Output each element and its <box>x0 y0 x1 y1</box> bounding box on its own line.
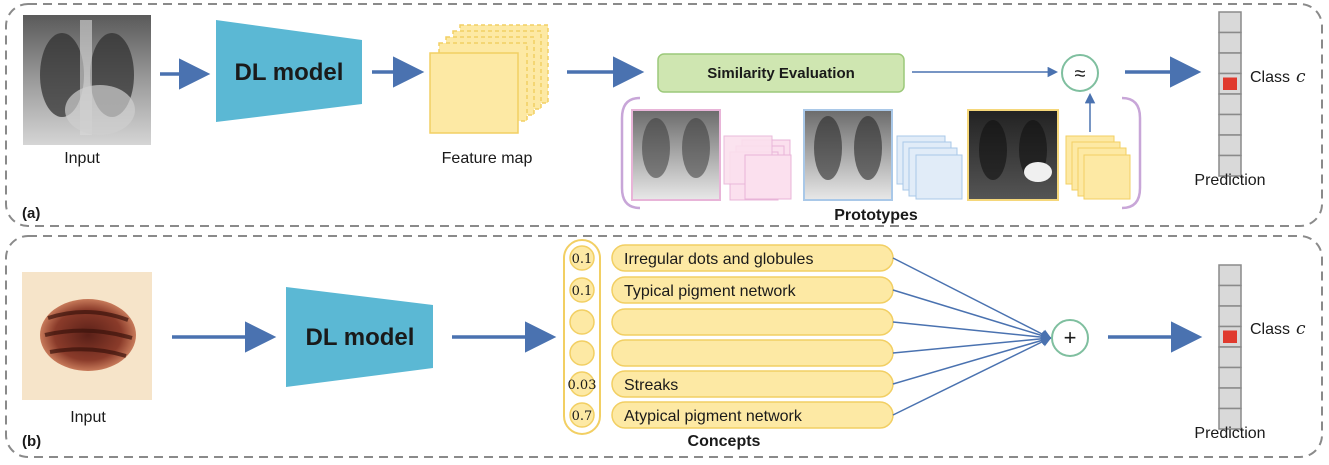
panel-b-border <box>5 235 1323 458</box>
prediction-a-cell-8 <box>1218 154 1242 177</box>
prediction-a-cell-3 <box>1218 52 1242 75</box>
concept-score-circle-5 <box>569 371 595 397</box>
prediction-a-cell-2 <box>1218 31 1242 54</box>
prototypes-bracket-right <box>1121 96 1142 210</box>
approx-symbol: ≈ <box>1075 63 1086 85</box>
prototypes-label: Prototypes <box>834 207 918 224</box>
concept-arrow-3 <box>892 321 1053 343</box>
concept-arrow-2 <box>892 289 1053 341</box>
input-lesion-image <box>22 272 152 400</box>
concept-label-1: Irregular dots and globules <box>624 251 813 268</box>
similarity-evaluation-box <box>657 53 905 93</box>
prediction-b-cell-3 <box>1218 305 1242 328</box>
prediction-a-cell-7 <box>1218 134 1242 157</box>
concept-score-5: 0.03 <box>568 378 597 393</box>
prediction-b-cell-5 <box>1218 346 1242 369</box>
concept-score-2: 0.1 <box>572 284 593 299</box>
prototype-1 <box>631 109 792 201</box>
prototype-2 <box>803 109 963 201</box>
prototypes-bracket-left <box>620 96 641 210</box>
concept-arrow-6 <box>892 336 1052 416</box>
concept-arrow-5 <box>892 335 1053 385</box>
class-label-b: Class <box>1250 321 1290 338</box>
prediction-b-cell-7 <box>1218 387 1242 410</box>
panel-b: (b) Input DL model 0.1 Irregular dots and… <box>5 235 1323 458</box>
prediction-label-a: Prediction <box>1194 172 1265 189</box>
panel-a-border <box>5 3 1323 227</box>
concept-arrow-1 <box>892 257 1052 339</box>
concept-label-2: Typical pigment network <box>624 283 797 300</box>
concept-pill-3 <box>611 308 894 336</box>
panel-a: (a) Input DL model Feature map Similarit… <box>5 3 1323 227</box>
concept-pill-4 <box>611 339 894 367</box>
prediction-a-cell-1 <box>1218 11 1242 34</box>
concept-score-capsule <box>563 239 601 435</box>
concept-arrow-4 <box>892 333 1053 354</box>
concept-label-5: Streaks <box>624 377 678 394</box>
input-label-b: Input <box>70 409 106 426</box>
concept-score-circle-2 <box>569 277 595 303</box>
prototype-3 <box>967 109 1131 201</box>
sum-circle <box>1051 319 1089 357</box>
prediction-b-cell-6 <box>1218 366 1242 389</box>
input-xray-image <box>23 15 151 145</box>
input-label-a: Input <box>64 150 100 167</box>
concept-score-6: 0.7 <box>572 409 593 424</box>
prediction-a-cell-5 <box>1218 93 1242 116</box>
concept-label-6: Atypical pigment network <box>624 408 803 425</box>
class-label-a: Class <box>1250 69 1290 86</box>
concept-score-circle-6 <box>569 402 595 428</box>
prediction-b-cell-1 <box>1218 264 1242 287</box>
dl-model-label-a: DL model <box>235 59 344 86</box>
prediction-a-cell-6 <box>1218 113 1242 136</box>
prediction-bar-a <box>1218 11 1242 177</box>
prediction-bar-b <box>1218 264 1242 430</box>
concept-score-circle-4 <box>569 340 595 366</box>
class-symbol-a: c <box>1296 67 1306 87</box>
class-symbol-b: c <box>1296 319 1306 339</box>
prediction-label-b: Prediction <box>1194 425 1265 442</box>
prediction-a-cell-4 <box>1223 77 1237 90</box>
prediction-b-cell-2 <box>1218 284 1242 307</box>
concept-score-circle-1 <box>569 245 595 271</box>
similarity-evaluation-label: Similarity Evaluation <box>707 65 855 82</box>
panel-a-tag: (a) <box>22 205 40 222</box>
approx-circle <box>1061 54 1099 92</box>
feature-map-label: Feature map <box>442 150 533 167</box>
prediction-b-cell-8 <box>1218 407 1242 430</box>
concept-score-circle-3 <box>569 309 595 335</box>
dl-model-label-b: DL model <box>306 324 415 351</box>
concept-score-1: 0.1 <box>572 252 593 267</box>
dl-model-block-a <box>216 20 362 122</box>
panel-b-tag: (b) <box>22 433 41 450</box>
sum-symbol: + <box>1064 325 1077 350</box>
feature-map-stack <box>429 24 549 134</box>
concepts-label: Concepts <box>688 433 761 450</box>
dl-model-block-b <box>286 287 433 387</box>
prediction-b-cell-4 <box>1223 330 1237 343</box>
